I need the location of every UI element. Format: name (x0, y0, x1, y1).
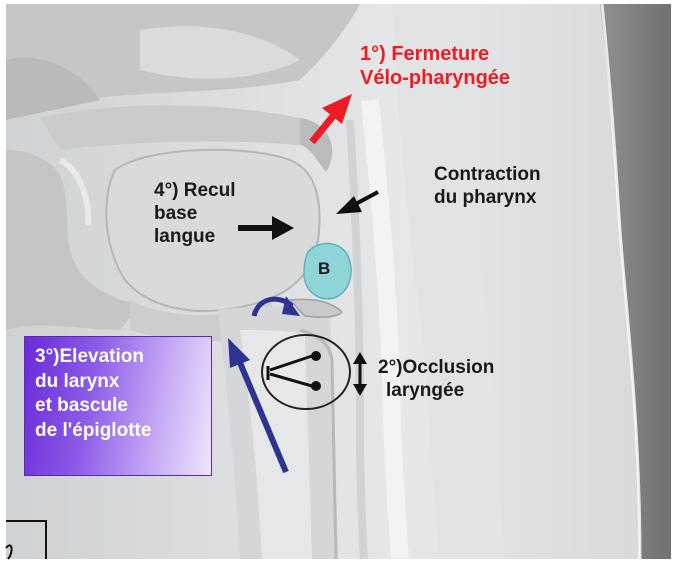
larynx-elevation-line4: de l'épiglotte (35, 419, 151, 444)
larynx-elevation-line2: du larynx (35, 370, 151, 395)
larynx-elevation-box: 3°)Elevation du larynx et bascule de l'é… (24, 336, 212, 476)
pharynx-contraction-label: Contraction du pharynx (434, 163, 541, 209)
pharynx-contraction-line2: du pharynx (434, 186, 541, 209)
tongue-base-line1: 4°) Recul (154, 179, 236, 202)
bolus-label: B (318, 259, 330, 280)
velopharyngeal-label-line1: 1°) Fermeture (360, 42, 510, 66)
laryngeal-occlusion-label: 2°)Occlusion laryngée (378, 356, 494, 402)
tongue-base-line2: base (154, 202, 236, 225)
tongue-base-line3: langue (154, 225, 236, 248)
pharynx-contraction-line1: Contraction (434, 163, 541, 186)
velopharyngeal-label-line2: Vélo-pharyngée (360, 66, 510, 90)
velopharyngeal-label: 1°) Fermeture Vélo-pharyngée (360, 42, 510, 91)
laryngeal-occlusion-line1: 2°)Occlusion (378, 356, 494, 379)
laryngeal-occlusion-line2: laryngée (378, 379, 494, 402)
vocal-fold-dot-bottom (311, 381, 321, 391)
larynx-elevation-line1: 3°)Elevation (35, 345, 151, 370)
larynx-elevation-line3: et bascule (35, 394, 151, 419)
larynx-elevation-label: 3°)Elevation du larynx et bascule de l'é… (35, 345, 151, 444)
vocal-fold-dot-top (311, 351, 321, 361)
tongue-base-label: 4°) Recul base langue (154, 179, 236, 249)
